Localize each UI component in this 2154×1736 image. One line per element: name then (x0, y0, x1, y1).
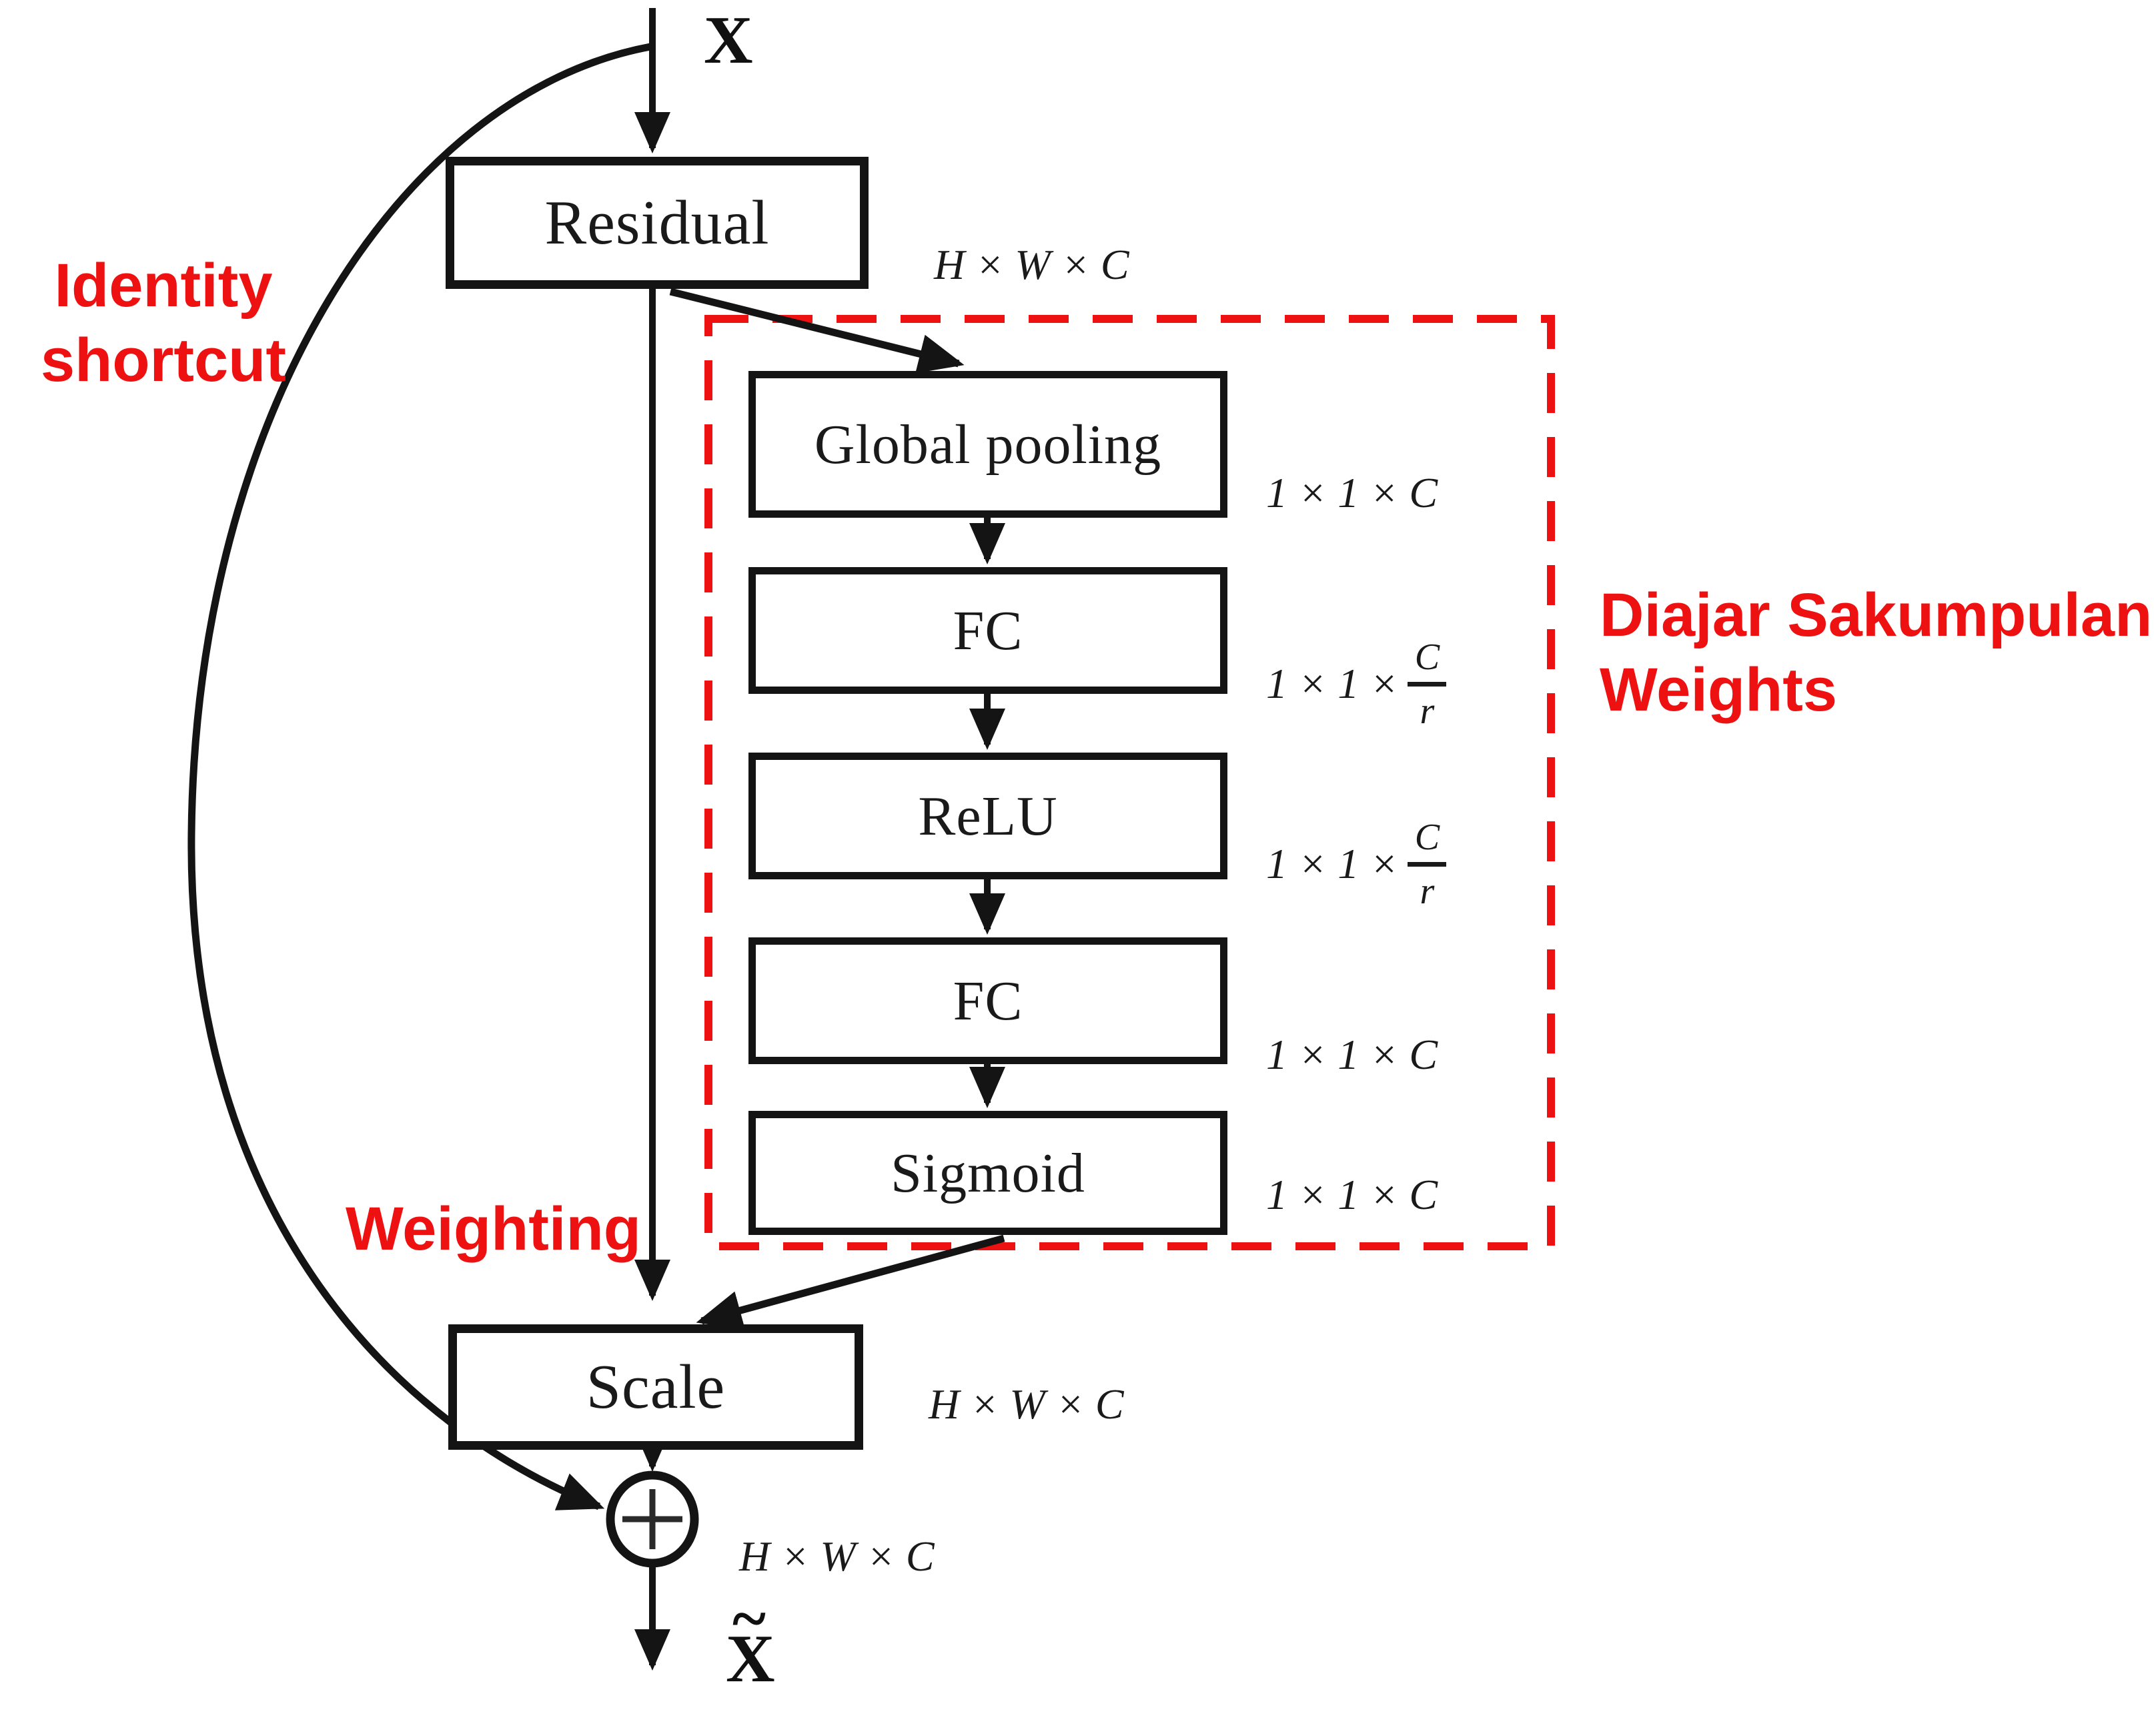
output-tensor-label: ~ X (726, 1583, 775, 1698)
annotation-identity-line2: shortcut (41, 326, 286, 395)
dim-relu-prefix: 1 × 1 × (1266, 840, 1399, 887)
dim-relu-numerator: C (1414, 816, 1440, 858)
dim-label-fc1: 1 × 1 × C r (1266, 620, 1447, 747)
dim-label-sum: H × W × C (739, 1533, 935, 1580)
annotation-weights-line1: Diajar Sakumpulan (1600, 581, 2153, 649)
dim-label-fc2: 1 × 1 × C (1266, 1031, 1438, 1078)
identity-shortcut-curve (187, 43, 652, 1510)
dim-relu-denominator: r (1420, 870, 1435, 912)
fraction-bar (1408, 861, 1447, 867)
arrow-residual-to-global-pooling (669, 288, 965, 374)
annotation-identity-line1: Identity (54, 252, 273, 320)
dim-label-sigmoid: 1 × 1 × C (1266, 1171, 1438, 1218)
node-relu: ReLU (748, 753, 1227, 879)
annotation-weighting: Weighting (346, 1195, 641, 1263)
dim-label-relu: 1 × 1 × C r (1266, 801, 1447, 927)
dim-label-residual: H × W × C (934, 241, 1129, 288)
dim-fc1-fraction: C r (1408, 636, 1447, 732)
node-scale: Scale (448, 1324, 863, 1450)
node-fc2: FC (748, 937, 1227, 1064)
se-block-dashed-boundary (704, 315, 1555, 1250)
node-fc1: FC (748, 567, 1227, 694)
output-tensor-letter: X (726, 1621, 775, 1697)
node-residual: Residual (446, 157, 869, 289)
fraction-bar (1408, 681, 1447, 687)
annotation-weights-line2: Weights (1600, 656, 1838, 725)
dim-label-global-pooling: 1 × 1 × C (1266, 469, 1438, 516)
plus-in-circle-icon (606, 1470, 699, 1568)
dim-label-scale: H × W × C (929, 1380, 1124, 1428)
arrow-sigmoid-to-scale (696, 1234, 1005, 1330)
annotation-weights-note: Diajar Sakumpulan Weights (1600, 578, 2152, 727)
dim-relu-fraction: C r (1408, 816, 1447, 912)
input-tensor-label: X (704, 3, 753, 78)
dim-fc1-numerator: C (1414, 636, 1440, 678)
node-sigmoid: Sigmoid (748, 1111, 1227, 1235)
dim-fc1-prefix: 1 × 1 × (1266, 660, 1399, 707)
dim-fc1-denominator: r (1420, 690, 1435, 732)
node-global-pooling: Global pooling (748, 371, 1227, 518)
annotation-identity-shortcut: Identity shortcut (17, 248, 310, 398)
tilde-accent: ~ (732, 1583, 766, 1654)
